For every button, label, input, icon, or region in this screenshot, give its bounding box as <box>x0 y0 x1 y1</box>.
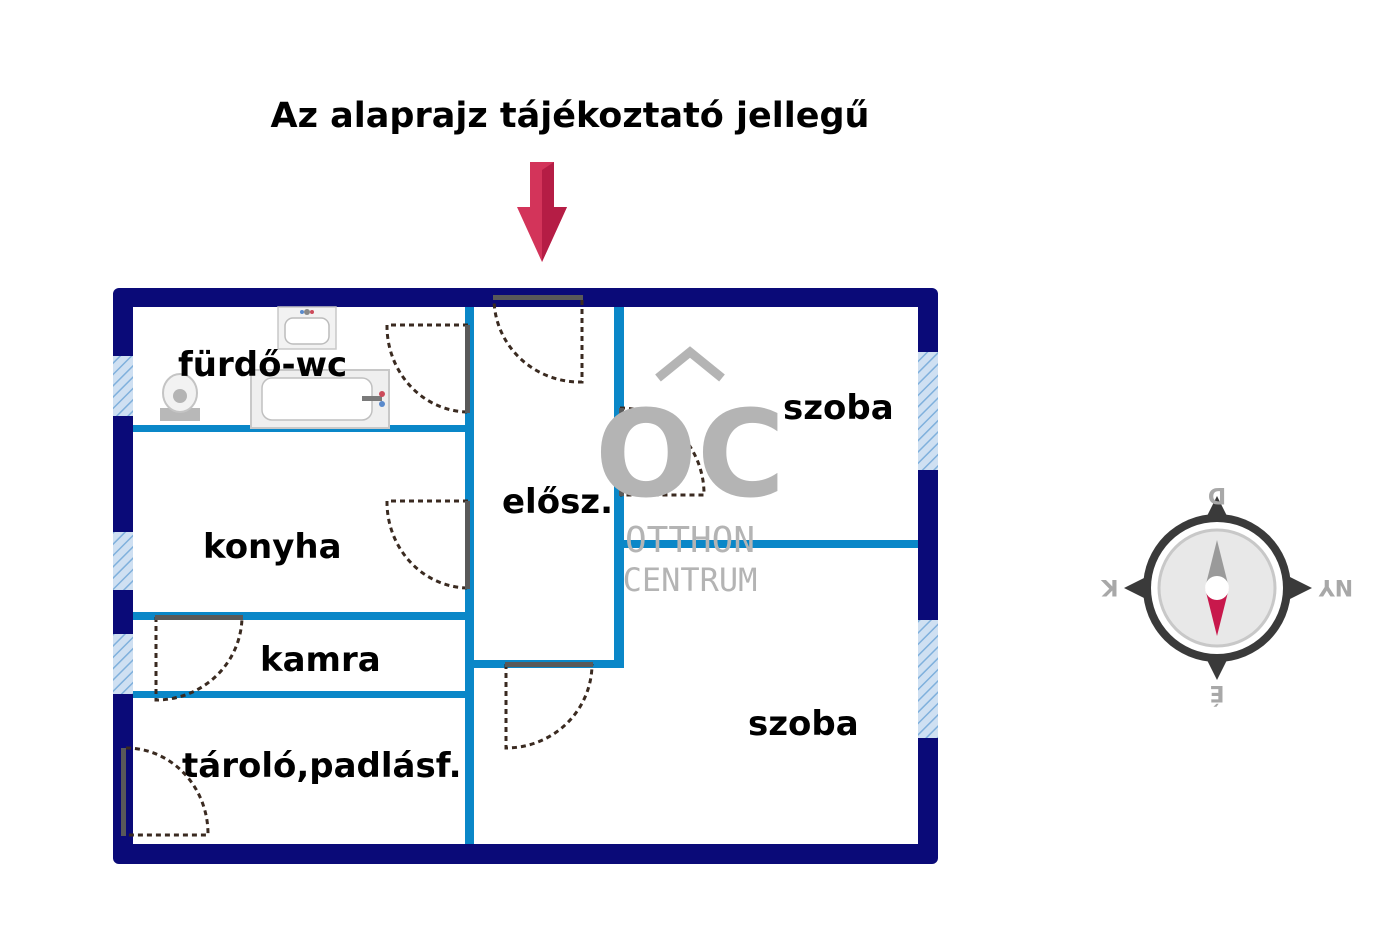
bathtub-icon <box>250 369 390 429</box>
door-room-top <box>619 406 706 497</box>
door-kitchen <box>385 499 469 590</box>
sink-icon <box>277 306 337 350</box>
otthon-centrum-watermark: OC OTTHON CENTRUM <box>595 346 785 599</box>
door-storage <box>125 746 210 837</box>
door-leaves <box>121 295 624 836</box>
room-label-storage: tároló,padlásf. <box>182 746 462 786</box>
windows <box>113 352 938 738</box>
room-label-room-top: szoba <box>783 388 894 428</box>
watermark-mark: OC <box>595 386 785 525</box>
window <box>113 356 133 416</box>
door-pantry <box>154 616 244 702</box>
window <box>113 634 133 694</box>
room-label-room-bottom: szoba <box>748 704 859 744</box>
compass-bottom-letter: É <box>1209 680 1224 706</box>
compass-left-letter: K <box>1101 574 1119 599</box>
watermark-line2: CENTRUM <box>623 561 758 599</box>
room-label-bathroom: fürdő-wc <box>178 345 347 385</box>
window <box>918 620 938 738</box>
entrance-arrow-icon <box>517 162 567 262</box>
compass-icon: D É K NY <box>1101 482 1354 706</box>
window <box>918 352 938 470</box>
room-label-pantry: kamra <box>260 640 381 680</box>
toilet-icon <box>160 373 200 421</box>
door-bathroom <box>385 323 469 414</box>
compass-top-letter: D <box>1208 482 1226 507</box>
window <box>113 532 133 590</box>
room-label-kitchen: konyha <box>203 527 342 567</box>
room-label-hall: elősz. <box>502 482 613 522</box>
compass-right-letter: NY <box>1318 574 1353 599</box>
floorplan-title: Az alaprajz tájékoztató jellegű <box>270 96 870 136</box>
watermark-line1: OTTHON <box>625 520 755 561</box>
door-room-bottom <box>504 663 594 750</box>
